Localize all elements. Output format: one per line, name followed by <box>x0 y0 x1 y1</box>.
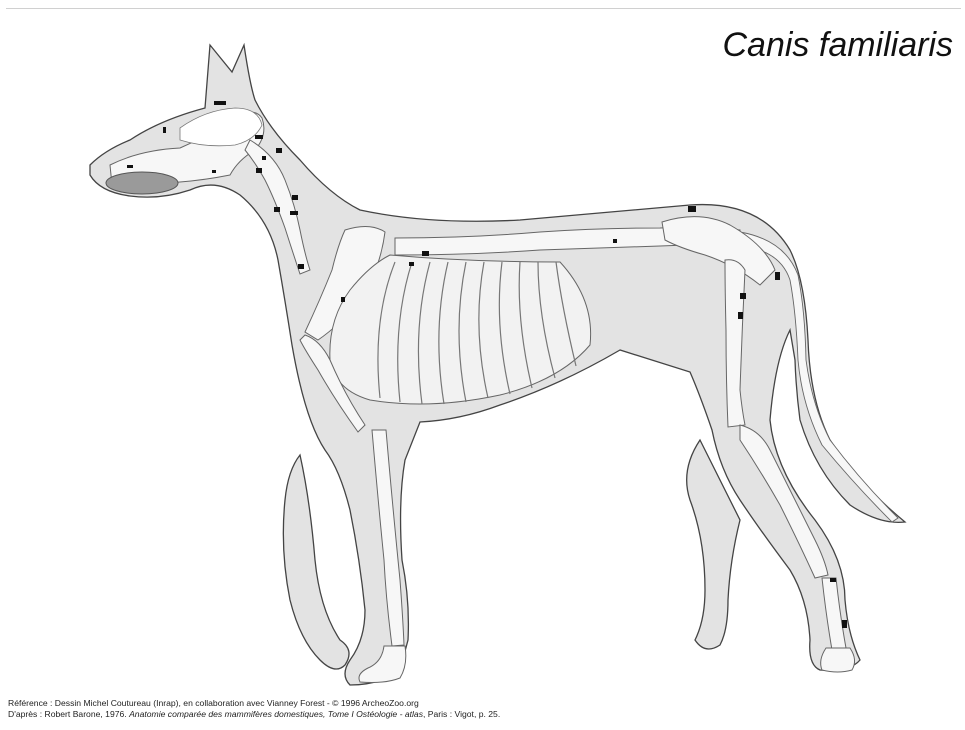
mark <box>740 293 746 299</box>
mark <box>775 272 780 280</box>
mark <box>409 262 414 266</box>
mark <box>214 101 226 105</box>
mark <box>738 312 743 319</box>
mark <box>256 168 262 173</box>
reference-line: Référence : Dessin Michel Coutureau (Inr… <box>8 698 948 709</box>
mark <box>163 127 166 133</box>
mark <box>341 297 345 302</box>
mark <box>255 135 263 139</box>
hind-paw-bones <box>821 648 855 672</box>
credits-block: Référence : Dessin Michel Coutureau (Inr… <box>8 698 948 720</box>
mark <box>127 165 133 168</box>
source-book-title: Anatomie comparée des mammifères domesti… <box>129 709 423 719</box>
mark <box>298 264 304 269</box>
source-prefix: D'après : Robert Barone, 1976. <box>8 709 129 719</box>
mark <box>276 148 282 153</box>
mark <box>290 211 298 215</box>
mark <box>262 156 266 160</box>
mark <box>842 620 847 628</box>
mark <box>688 206 696 212</box>
mark <box>212 170 216 173</box>
mark <box>422 251 429 256</box>
source-line: D'après : Robert Barone, 1976. Anatomie … <box>8 709 948 720</box>
mark <box>830 578 836 582</box>
mark <box>613 239 617 243</box>
teeth-row <box>106 172 178 194</box>
mark <box>274 207 280 212</box>
mark <box>292 195 298 200</box>
source-suffix: , Paris : Vigot, p. 25. <box>423 709 500 719</box>
